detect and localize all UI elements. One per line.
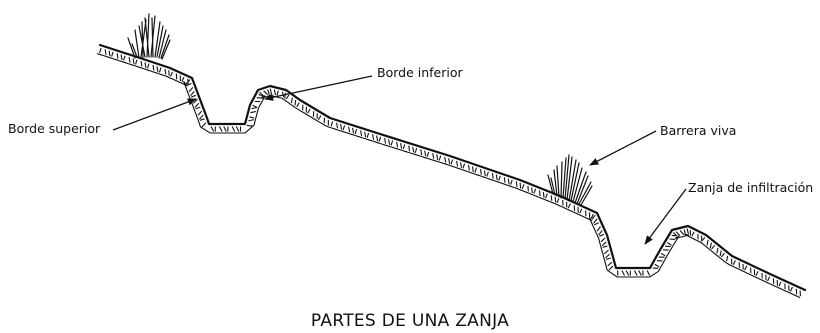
live-barrier-bush-icon bbox=[547, 154, 593, 206]
diagram-title: PARTES DE UNA ZANJA bbox=[311, 311, 509, 331]
zanja-infiltracion-leader bbox=[644, 188, 687, 245]
barrera-viva-leader bbox=[589, 130, 657, 166]
ground-profile-line bbox=[98, 43, 807, 292]
borde-superior-label: Borde superior bbox=[8, 121, 101, 136]
borde-inferior-label: Borde inferior bbox=[377, 65, 463, 80]
borde-inferior-leader bbox=[264, 75, 373, 101]
barrera-viva-label: Barrera viva bbox=[660, 123, 736, 138]
borde-superior-leader bbox=[112, 98, 197, 131]
soil-hatching bbox=[97, 47, 801, 299]
upper-bush-icon bbox=[127, 13, 171, 60]
soil-lower-edge bbox=[97, 53, 801, 299]
soil-hatch-strokes bbox=[99, 47, 801, 297]
zanja-infiltracion-label: Zanja de infiltración bbox=[688, 180, 813, 195]
